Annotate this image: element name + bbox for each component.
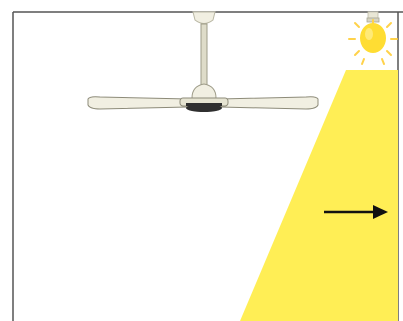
- ceiling-fan-icon: [88, 12, 318, 112]
- light-bulb-icon: [349, 12, 397, 64]
